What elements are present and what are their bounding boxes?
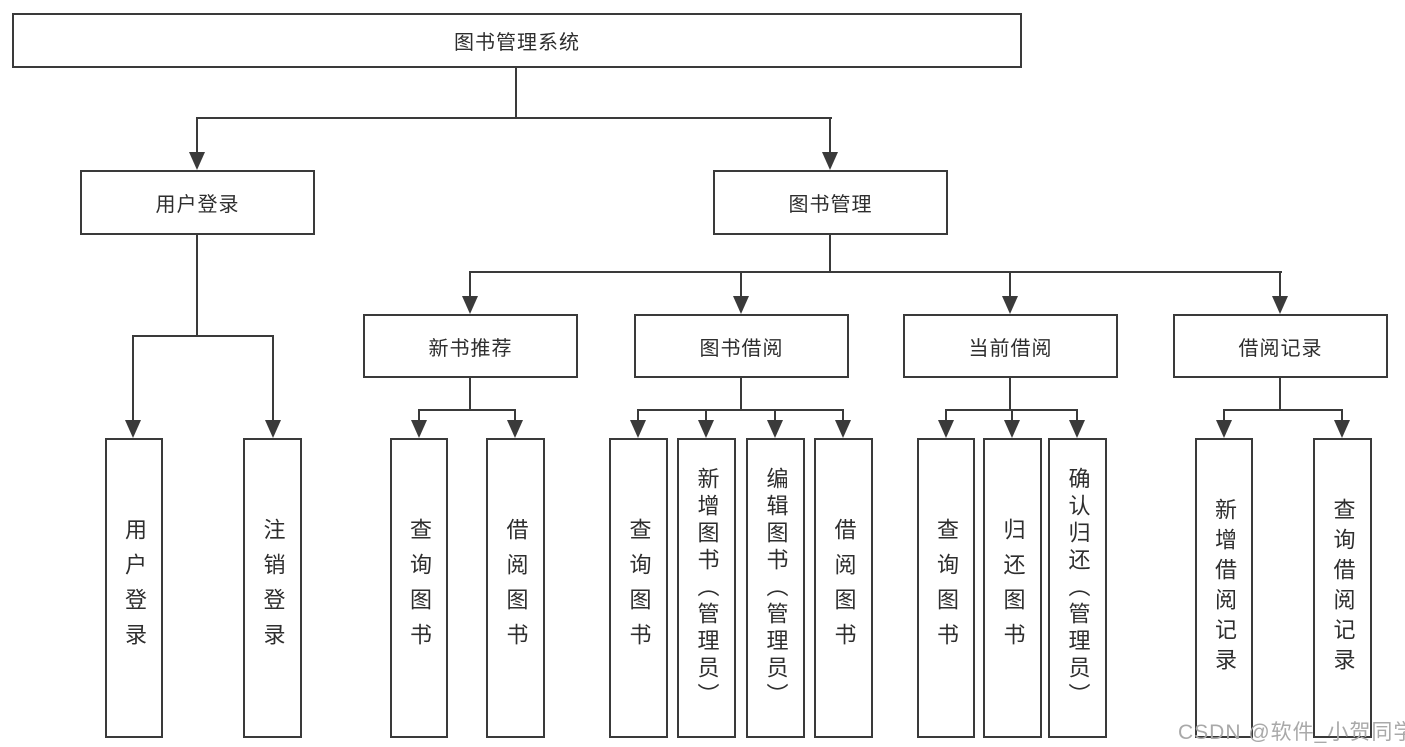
leaf-borrow-books: 借阅图书 [814, 438, 873, 738]
node-label: 图书借阅 [699, 337, 784, 360]
connector-vline [515, 68, 517, 118]
connector-vline [272, 335, 274, 425]
node-label: 借阅图书 [831, 518, 857, 658]
connector-hline [469, 271, 1282, 273]
leaf-add-book-admin: 新增图书（管理员） [677, 438, 736, 738]
leaf-user-login: 用户登录 [105, 438, 163, 738]
arrow-down-icon [1069, 420, 1085, 438]
node-label: 借阅图书 [503, 518, 529, 658]
connector-hline [1223, 409, 1343, 411]
connector-vline [1009, 271, 1011, 299]
node-label: 用户登录 [122, 518, 147, 658]
leaf-return-books: 归还图书 [983, 438, 1042, 738]
node-label: 用户登录 [155, 194, 240, 216]
leaf-confirm-return-admin: 确认归还（管理员） [1048, 438, 1107, 738]
connector-vline [469, 378, 471, 411]
node-label: 注销登录 [260, 518, 286, 658]
node-label: 查询图书 [626, 518, 652, 658]
connector-vline [1223, 409, 1225, 424]
connector-vline [1279, 271, 1281, 299]
connector-vline [774, 409, 776, 424]
node-user-login: 用户登录 [80, 170, 315, 235]
connector-vline [829, 117, 831, 157]
arrow-down-icon [1216, 420, 1232, 438]
connector-vline [418, 409, 420, 424]
node-book-management: 图书管理 [713, 170, 948, 235]
arrow-down-icon [1004, 420, 1020, 438]
node-label: 查询借阅记录 [1330, 498, 1356, 678]
leaf-logout: 注销登录 [243, 438, 302, 738]
arrow-down-icon [411, 420, 427, 438]
arrow-down-icon [1002, 296, 1018, 314]
arrow-down-icon [1334, 420, 1350, 438]
connector-vline [1009, 378, 1011, 411]
arrow-down-icon [938, 420, 954, 438]
node-label: 图书管理 [788, 194, 873, 216]
node-label: 当前借阅 [968, 337, 1053, 360]
arrow-down-icon [507, 420, 523, 438]
node-label: 图书管理系统 [454, 32, 580, 54]
arrow-down-icon [698, 420, 714, 438]
arrow-down-icon [125, 420, 141, 438]
connector-vline [196, 235, 198, 336]
node-library-management-system: 图书管理系统 [12, 13, 1022, 68]
node-label: 新书推荐 [428, 337, 513, 360]
node-book-borrow: 图书借阅 [634, 314, 849, 378]
connector-vline [196, 117, 198, 157]
connector-hline [196, 117, 832, 119]
node-label: 归还图书 [1000, 518, 1026, 658]
arrow-down-icon [462, 296, 478, 314]
node-label: 新增借阅记录 [1212, 498, 1237, 678]
connector-hline [637, 409, 844, 411]
connector-vline [842, 409, 844, 424]
connector-vline [705, 409, 707, 424]
connector-vline [1076, 409, 1078, 424]
connector-vline [637, 409, 639, 424]
connector-hline [418, 409, 516, 411]
arrow-down-icon [1272, 296, 1288, 314]
arrow-down-icon [835, 420, 851, 438]
connector-vline [1341, 409, 1343, 424]
node-label: 查询图书 [407, 518, 432, 658]
node-new-book-recommend: 新书推荐 [363, 314, 578, 378]
node-label: 借阅记录 [1238, 337, 1323, 360]
leaf-add-borrow-record: 新增借阅记录 [1195, 438, 1253, 738]
node-label: 确认归还（管理员） [1065, 466, 1091, 710]
connector-vline [469, 271, 471, 299]
node-borrow-records: 借阅记录 [1173, 314, 1388, 378]
arrow-down-icon [630, 420, 646, 438]
connector-vline [945, 409, 947, 424]
leaf-borrow-query-books: 查询图书 [609, 438, 668, 738]
connector-vline [132, 335, 134, 425]
connector-vline [514, 409, 516, 424]
leaf-edit-book-admin: 编辑图书（管理员） [746, 438, 805, 738]
arrow-down-icon [189, 152, 205, 170]
leaf-query-borrow-record: 查询借阅记录 [1313, 438, 1372, 738]
connector-vline [740, 271, 742, 299]
arrow-down-icon [733, 296, 749, 314]
node-current-borrow: 当前借阅 [903, 314, 1118, 378]
arrow-down-icon [822, 152, 838, 170]
connector-vline [1279, 378, 1281, 411]
connector-hline [132, 335, 274, 337]
connector-vline [1011, 409, 1013, 424]
leaf-newbook-query-books: 查询图书 [390, 438, 448, 738]
connector-vline [829, 235, 831, 273]
leaf-current-query-books: 查询图书 [917, 438, 975, 738]
arrow-down-icon [265, 420, 281, 438]
arrow-down-icon [767, 420, 783, 438]
node-label: 编辑图书（管理员） [763, 466, 789, 710]
node-label: 新增图书（管理员） [694, 466, 720, 710]
node-label: 查询图书 [934, 518, 959, 658]
csdn-watermark: CSDN @软件_小贺同学 [1178, 721, 1405, 744]
connector-vline [740, 378, 742, 411]
leaf-newbook-borrow-books: 借阅图书 [486, 438, 545, 738]
